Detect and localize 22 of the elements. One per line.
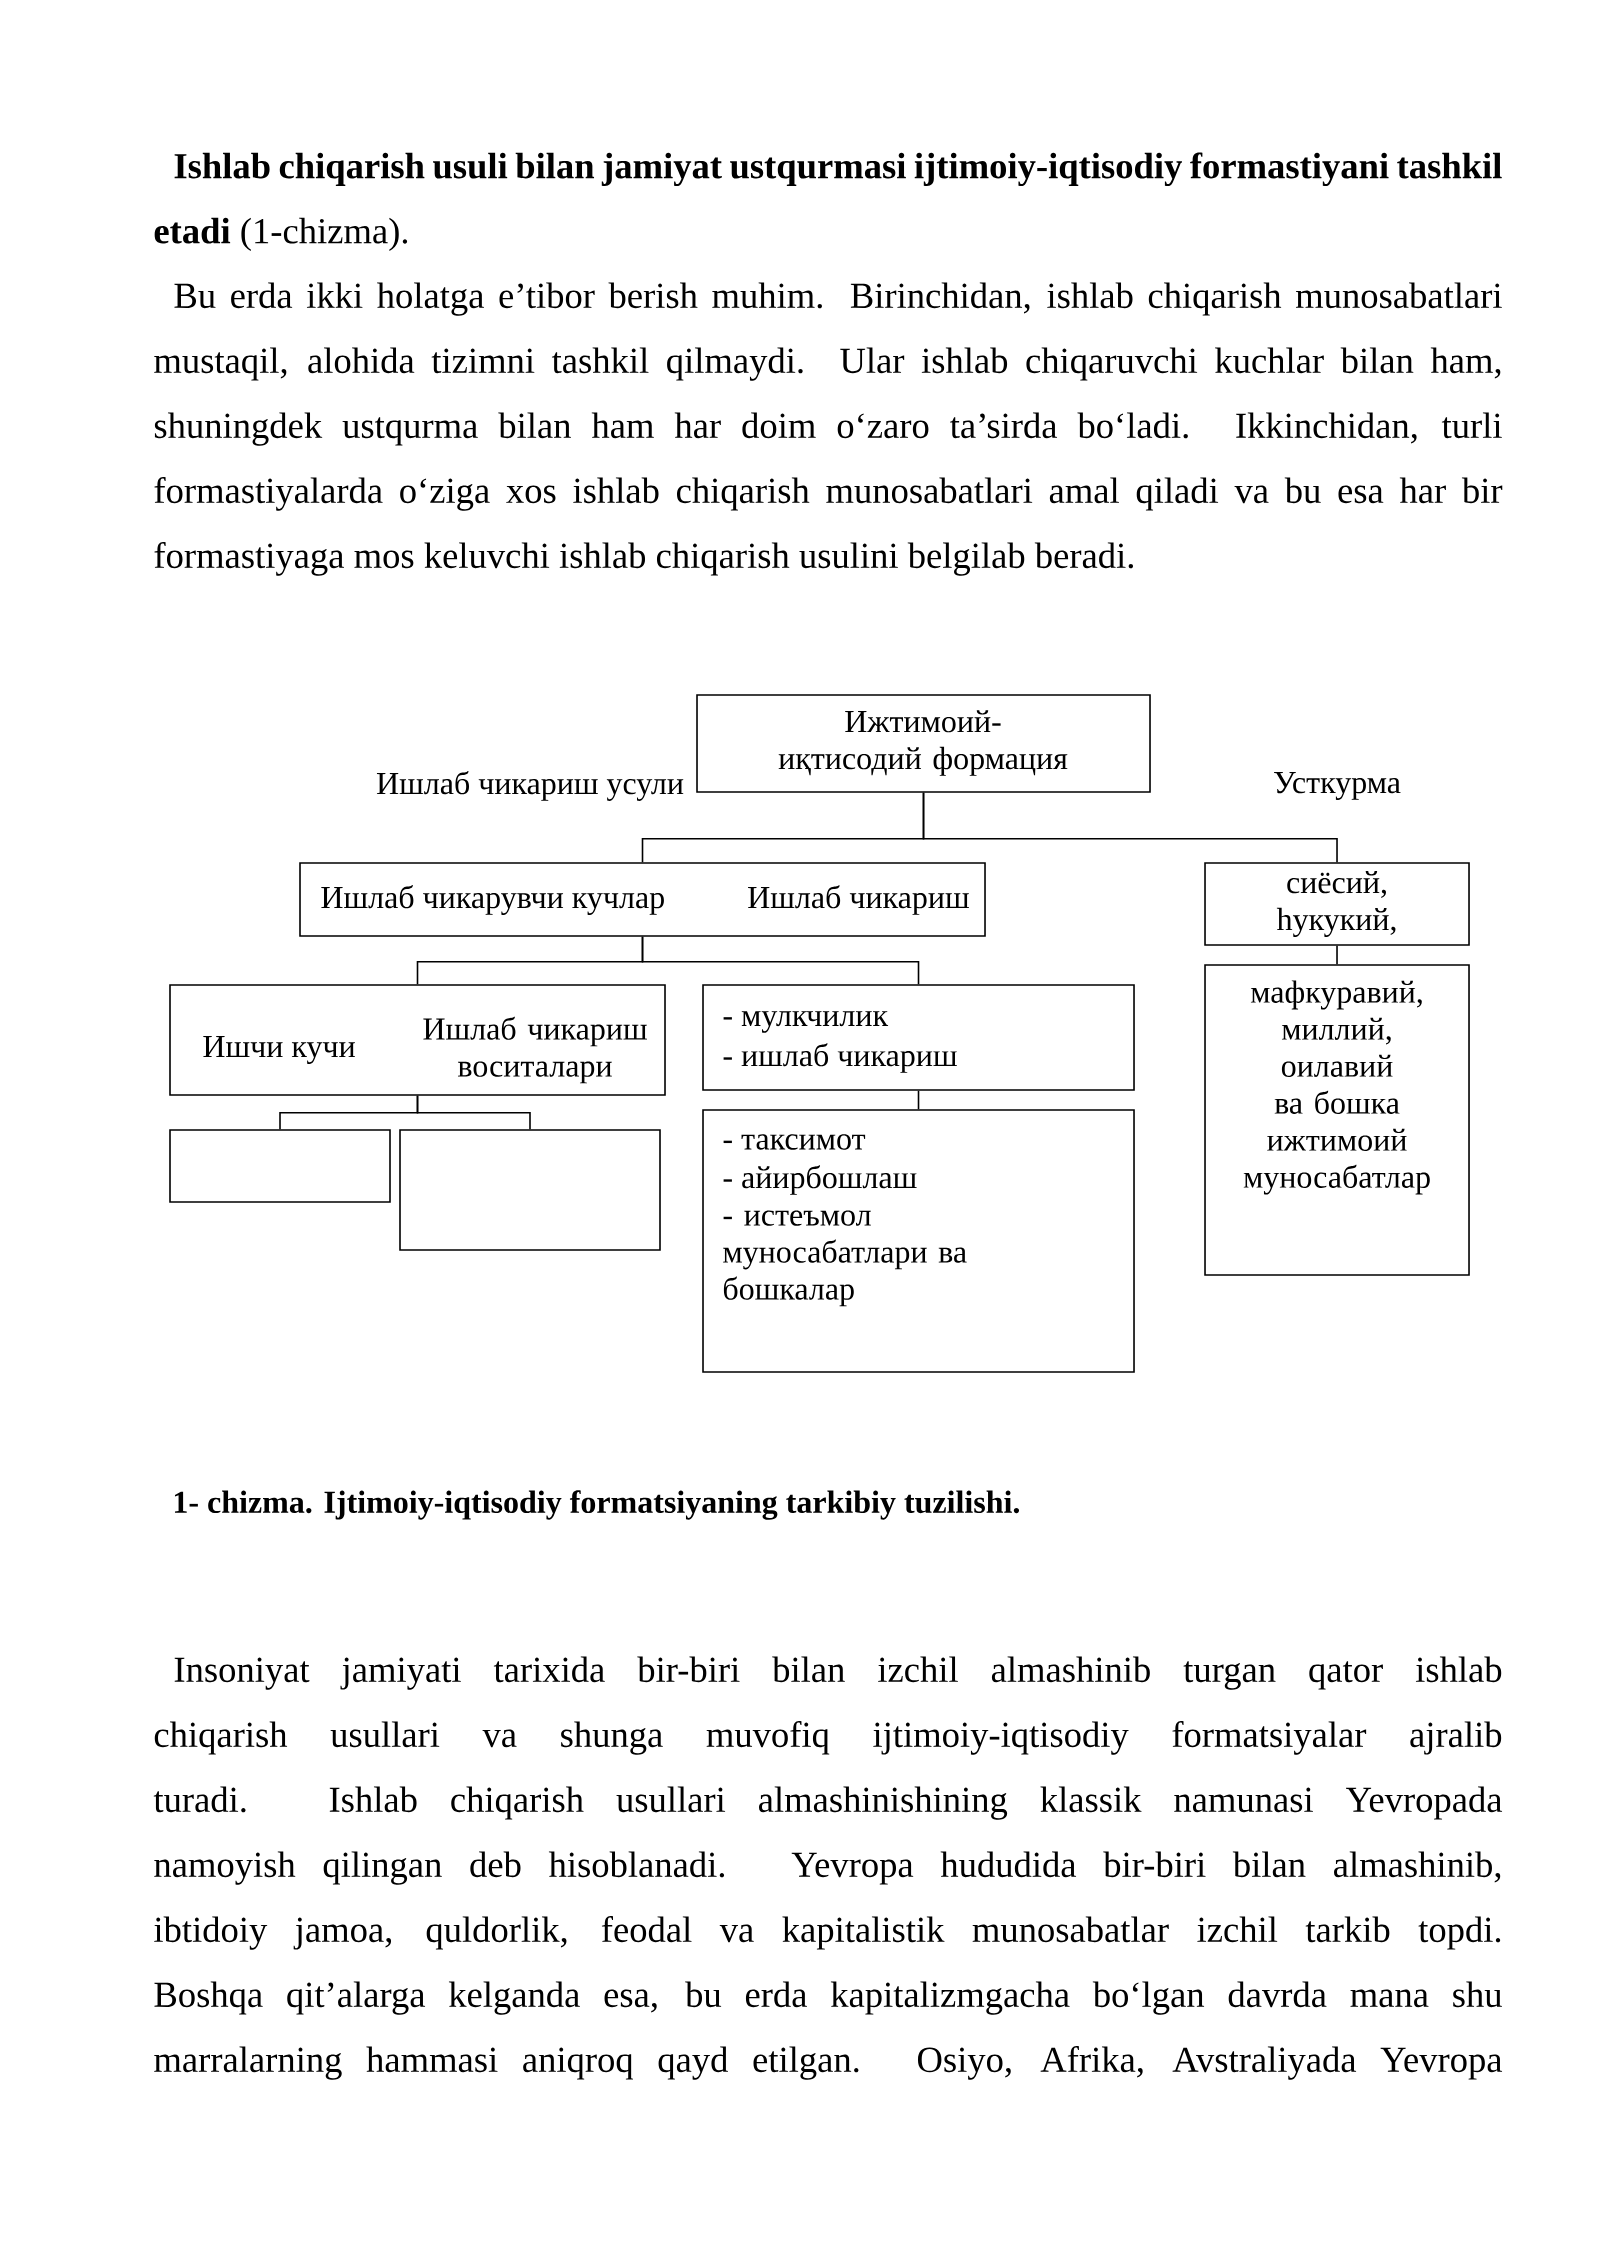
paragraph: Bu erda ikki holatga e’tibor berish muhim. Birinchidan, ishlab chiqarish munosabatlari mustaqil, alohida tizimni tashkil qilmaydi. Ular ishlab chiqaruvchi kuchlar bilan ham, shuningdek ustqurma bilan ham har doim o‘zaro ta’sirda bo‘ladi. Ikkinchidan, turli formastiyalarda o‘ziga xos ishlab chiqarish munosabatlari amal qiladi va bu esa har bir formastiyaga mos keluvchi ishlab chiqarish usulini belgilab beradi.	[154, 282, 1503, 576]
diagram-box: Ижтимоий-иқтисодий формация	[696, 694, 1151, 793]
node-label: Ишлаб чикариш	[748, 885, 970, 915]
diagram-box: сиёсий, һукукий,	[1204, 862, 1470, 946]
connector-line	[416, 1095, 531, 1130]
diagram-box: - мулкчилик - ишлаб чикариш	[702, 984, 1135, 1091]
diagram-box: Ишчи кучи Ишлаб чикариш воситалари	[169, 984, 666, 1096]
connector-line	[922, 792, 1338, 863]
figure-caption: 1- chizma. Ijtimoiy-iqtisodiy formatsiyaning tarkibiy tuzilishi.	[174, 1490, 1019, 1520]
paragraph: Ishlab chiqarish usuli bilan jamiyat ustqurmasi ijtimoiy-iqtisodiy formastiyani tashkil etadi (1-chizma).	[154, 152, 1502, 251]
box-heading: Ишлаб чикариш усули	[376, 771, 684, 801]
empty-box	[399, 1129, 661, 1251]
diagram-box: мафкуравий, миллий, оилавий ва бошка ижтимоий муносабатлар	[1204, 964, 1470, 1276]
connector-line	[917, 1090, 920, 1110]
connector-line	[1336, 945, 1338, 965]
box-heading: Усткурма	[1274, 772, 1401, 800]
connector-line	[641, 936, 920, 985]
paragraph: Insoniyat jamiyati tarixida bir-biri bilan izchil almashinib turgan qator ishlab chiqarish usullari va shunga muvofiq ijtimoiy-iqtisodiy formatsiyalar ajralib turadi. Ishlab chiqarish usullari almashinishining klassik namunasi Yevropada namoyish qilingan deb hisoblanadi. Yevropa hududida bir-biri bilan almashinib, ibtidoiy jamoa, quldorlik, feodal va kapitalistik munosabatlar izchil tarkib topdi. Boshqa qit’alarga kelganda esa, bu erda kapitalizmgacha bo‘lgan davrda mana shu marralarning hammasi aniqroq qayd etilgan. Osiyo, Afrika, Avstraliyada Yevropa	[153, 1656, 1503, 2080]
node-label: Ишлаб чикарувчи кучлар	[321, 885, 664, 915]
empty-box	[169, 1129, 391, 1203]
diagram-box: - таксимот - айирбошлаш - истеъмол муносабатлари ва бошкалар	[702, 1109, 1135, 1373]
diagram-box: Ишлаб чикарувчи кучлар Ишлаб чикариш	[299, 862, 986, 937]
